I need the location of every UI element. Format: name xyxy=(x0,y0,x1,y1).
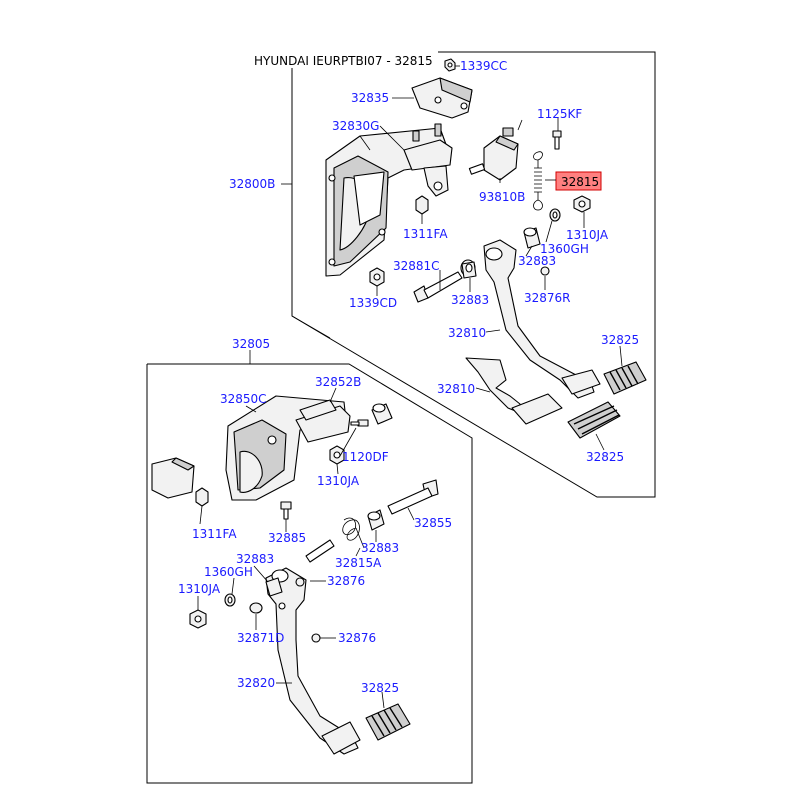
label-32883-bottom-right[interactable]: 32883 xyxy=(361,541,399,555)
label-32825-b[interactable]: 32825 xyxy=(586,450,624,464)
pedal-32810-lower xyxy=(465,357,563,425)
label-32830g[interactable]: 32830G xyxy=(332,119,379,133)
label-32876r[interactable]: 32876R xyxy=(524,291,571,305)
label-32855[interactable]: 32855 xyxy=(414,516,452,530)
label-1120df[interactable]: 1120DF xyxy=(342,450,389,464)
bracket-32835 xyxy=(411,77,473,119)
label-32876-a[interactable]: 32876 xyxy=(327,574,365,588)
bolt-32855 xyxy=(387,479,439,515)
pad-32825-bottom xyxy=(365,703,411,741)
spring-32815a xyxy=(342,517,365,549)
label-1125kf[interactable]: 1125KF xyxy=(537,107,582,121)
label-32883-top-right[interactable]: 32883 xyxy=(518,254,556,268)
label-32800b[interactable]: 32800B xyxy=(229,177,275,191)
label-32876-b[interactable]: 32876 xyxy=(338,631,376,645)
label-1311fa-bottom[interactable]: 1311FA xyxy=(192,527,237,541)
label-32805[interactable]: 32805 xyxy=(232,337,270,351)
bracket-32852b xyxy=(299,399,337,421)
bolt-1120df xyxy=(350,419,369,427)
nut-1310ja-bottom xyxy=(189,609,207,629)
label-1339cc[interactable]: 1339CC xyxy=(460,59,507,73)
pedal-32810-upper xyxy=(483,239,601,399)
stopper-32876-a xyxy=(295,577,305,587)
label-32810-b[interactable]: 32810 xyxy=(437,382,475,396)
highlight-box-32815 xyxy=(555,171,602,191)
bracket-32830g xyxy=(325,123,453,277)
pedal-32820 xyxy=(265,567,361,755)
assembly-frame-upper xyxy=(291,51,656,498)
label-32820[interactable]: 32820 xyxy=(237,676,275,690)
switch-93810b xyxy=(468,127,519,181)
stopper-32876r xyxy=(540,266,550,276)
nut-1310ja-mid xyxy=(329,445,345,465)
bushing-32883-top-left xyxy=(460,259,477,279)
label-32881c[interactable]: 32881C xyxy=(393,259,440,273)
assembly-frame-lower xyxy=(146,363,473,784)
label-32815[interactable]: 32815 xyxy=(561,175,599,189)
leader-lines xyxy=(197,65,623,709)
label-1310ja-bottom[interactable]: 1310JA xyxy=(178,582,221,596)
bushing-32871d xyxy=(249,602,263,614)
nut-1310ja-top xyxy=(573,195,591,213)
washer-1360gh-bottom xyxy=(224,593,236,607)
nut-1339cd xyxy=(369,267,385,287)
label-1360gh-bottom[interactable]: 1360GH xyxy=(204,565,253,579)
stopper-32876-b xyxy=(311,633,321,643)
pad-32825-upper-left xyxy=(567,401,621,439)
bolt-1125kf xyxy=(552,130,562,150)
bushing-upper-right xyxy=(371,403,393,425)
label-32852b[interactable]: 32852B xyxy=(315,375,361,389)
label-32835[interactable]: 32835 xyxy=(351,91,389,105)
nut-1339cc xyxy=(444,58,456,72)
part-labels: 1339CC 32835 1125KF 32830G 32815 32800B … xyxy=(178,59,639,695)
label-1310ja-mid[interactable]: 1310JA xyxy=(317,474,360,488)
nut-1311fa-top xyxy=(415,195,429,215)
bracket-32850c xyxy=(225,395,351,501)
washer-1360gh-top xyxy=(549,208,561,222)
nut-1311fa-bottom xyxy=(195,487,209,507)
bolt-32881c xyxy=(413,271,463,303)
bushing-32883-bottom-right xyxy=(367,509,385,531)
label-32815a[interactable]: 32815A xyxy=(335,556,382,570)
bushing-32883-bottom-left xyxy=(265,577,283,597)
switch-body xyxy=(151,457,195,499)
label-32885[interactable]: 32885 xyxy=(268,531,306,545)
bolt-32885 xyxy=(280,501,292,520)
pivot-pin xyxy=(305,539,335,563)
label-1360gh-top[interactable]: 1360GH xyxy=(540,242,589,256)
label-32810-a[interactable]: 32810 xyxy=(448,326,486,340)
label-1339cd[interactable]: 1339CD xyxy=(349,296,397,310)
label-32871d[interactable]: 32871D xyxy=(237,631,284,645)
label-32883-top-left[interactable]: 32883 xyxy=(451,293,489,307)
label-32825-a[interactable]: 32825 xyxy=(601,333,639,347)
label-32883-bottom-left[interactable]: 32883 xyxy=(236,552,274,566)
label-32850c[interactable]: 32850C xyxy=(220,392,267,406)
spring-32815 xyxy=(533,151,543,211)
label-1311fa-top[interactable]: 1311FA xyxy=(403,227,448,241)
label-93810b[interactable]: 93810B xyxy=(479,190,525,204)
bushing-32883-top-right xyxy=(523,227,541,249)
label-32825-c[interactable]: 32825 xyxy=(361,681,399,695)
pad-32825-upper-right xyxy=(603,361,647,395)
label-1310ja-top[interactable]: 1310JA xyxy=(566,228,609,242)
diagram-title: HYUNDAI IEURPTBI07 - 32815 xyxy=(254,54,433,68)
